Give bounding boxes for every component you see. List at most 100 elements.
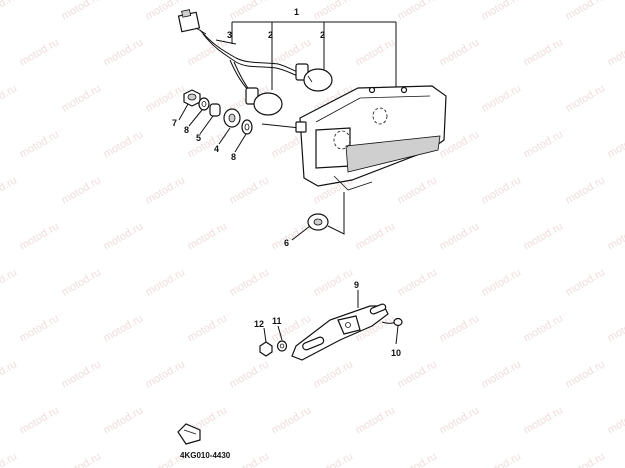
callout-8-lower: 8: [231, 152, 236, 162]
watermark-text: motod.ru: [0, 0, 19, 23]
watermark-text: motod.ru: [354, 220, 398, 252]
watermark-text: motod.ru: [18, 220, 62, 252]
watermark-text: motod.ru: [480, 450, 524, 468]
connector-plug: [177, 9, 207, 35]
washer-8-lower: [241, 119, 253, 135]
callout-5: 5: [196, 133, 201, 143]
grommet-4: [223, 108, 241, 128]
callout-6: 6: [284, 238, 289, 248]
watermark-text: motod.ru: [270, 220, 314, 252]
watermark-text: motod.ru: [228, 266, 272, 298]
callout-9: 9: [354, 280, 359, 290]
watermark-text: motod.ru: [480, 82, 524, 114]
watermark-text: motod.ru: [312, 266, 356, 298]
watermark-text: motod.ru: [18, 404, 62, 436]
watermark-text: motod.ru: [60, 450, 104, 468]
watermark-text: motod.ru: [186, 128, 230, 160]
watermark-text: motod.ru: [438, 404, 482, 436]
watermark-text: motod.ru: [312, 358, 356, 390]
watermark-text: motod.ru: [228, 358, 272, 390]
watermark-text: motod.ru: [522, 220, 566, 252]
callout-7: 7: [172, 118, 177, 128]
watermark-text: motod.ru: [102, 36, 146, 68]
watermark-text: motod.ru: [186, 220, 230, 252]
housing-bolt: [261, 121, 307, 133]
watermark-text: motod.ru: [270, 404, 314, 436]
callout-labels: 1 2 2 3 7 8 5 4 8 6 9 10 11 12 4KG010-44…: [172, 7, 401, 460]
tail-light-housing: [299, 85, 447, 191]
watermark-text: motod.ru: [228, 450, 272, 468]
watermark-text: motod.ru: [144, 174, 188, 206]
watermark-text: motod.ru: [354, 404, 398, 436]
watermark-text: motod.ru: [480, 266, 524, 298]
washer-8-upper: [198, 97, 210, 111]
callout-3: 3: [227, 30, 232, 40]
watermark-text: motod.ru: [564, 174, 608, 206]
watermark-text: motod.ru: [18, 312, 62, 344]
watermark-text: motod.ru: [396, 358, 440, 390]
watermark-text: motod.ru: [438, 36, 482, 68]
watermark-text: motod.ru: [18, 36, 62, 68]
plate-bracket-9: [291, 303, 389, 361]
watermark-text: motod.ru: [186, 312, 230, 344]
watermark-text: motod.ru: [0, 266, 19, 298]
watermark-text: motod.ru: [102, 128, 146, 160]
watermark-text: motod.ru: [0, 450, 19, 468]
watermark-text: motod.ru: [522, 36, 566, 68]
watermark-text: motod.ru: [228, 174, 272, 206]
watermark-text: motod.ru: [354, 36, 398, 68]
watermark-text: motod.ru: [606, 220, 625, 252]
watermark-text: motod.ru: [522, 404, 566, 436]
watermark-text: motod.ru: [0, 358, 19, 390]
watermark-text: motod.ru: [564, 450, 608, 468]
watermark-text: motod.ru: [312, 0, 356, 23]
watermark-text: motod.ru: [312, 450, 356, 468]
bulb-upper: [295, 63, 333, 92]
callout-12: 12: [254, 319, 264, 329]
watermark-text: motod.ru: [102, 220, 146, 252]
callout-2-right: 2: [320, 30, 325, 40]
watermark-text: motod.ru: [564, 82, 608, 114]
callout-10: 10: [391, 348, 401, 358]
watermark-text: motod.ru: [438, 312, 482, 344]
watermark-text: motod.ru: [60, 82, 104, 114]
plate-light-wire-10: [381, 317, 403, 327]
watermark-text: motod.ru: [480, 0, 524, 23]
washer-11: [276, 340, 288, 352]
watermark-text: motod.ru: [102, 312, 146, 344]
nut-7: [183, 89, 201, 107]
watermark-text: motod.ru: [60, 266, 104, 298]
watermark-text: motod.ru: [228, 0, 272, 23]
watermark-text: motod.ru: [522, 312, 566, 344]
watermark-text: motod.ru: [144, 82, 188, 114]
collar-5: [209, 103, 221, 117]
watermark-text: motod.ru: [396, 174, 440, 206]
nut-12: [259, 341, 273, 357]
bulb-lower: [245, 87, 283, 116]
grommet-6: [307, 192, 345, 235]
diagram-code: 4KG010-4430: [180, 451, 231, 460]
callout-8-upper: 8: [184, 125, 189, 135]
watermark-text: motod.ru: [18, 128, 62, 160]
watermark-text: motod.ru: [60, 358, 104, 390]
callout-11: 11: [272, 316, 282, 326]
watermark-text: motod.ru: [102, 404, 146, 436]
watermark-text: motod.ru: [564, 0, 608, 23]
watermark-text: motod.ru: [396, 450, 440, 468]
watermark-text: motod.ru: [606, 404, 625, 436]
watermark-text: motod.ru: [60, 0, 104, 23]
callout-4: 4: [214, 144, 219, 154]
watermark-text: motod.ru: [564, 266, 608, 298]
watermark-text: motod.ru: [0, 82, 19, 114]
watermark-text: motod.ru: [606, 36, 625, 68]
watermark-text: motod.ru: [144, 358, 188, 390]
watermark-text: motod.ru: [480, 174, 524, 206]
watermark-text: motod.ru: [396, 0, 440, 23]
leader-lines: [178, 39, 399, 345]
callout-bracket-1: [231, 21, 397, 92]
watermark-text: motod.ru: [60, 174, 104, 206]
watermark-text: motod.ru: [480, 358, 524, 390]
watermark-text: motod.ru: [396, 266, 440, 298]
